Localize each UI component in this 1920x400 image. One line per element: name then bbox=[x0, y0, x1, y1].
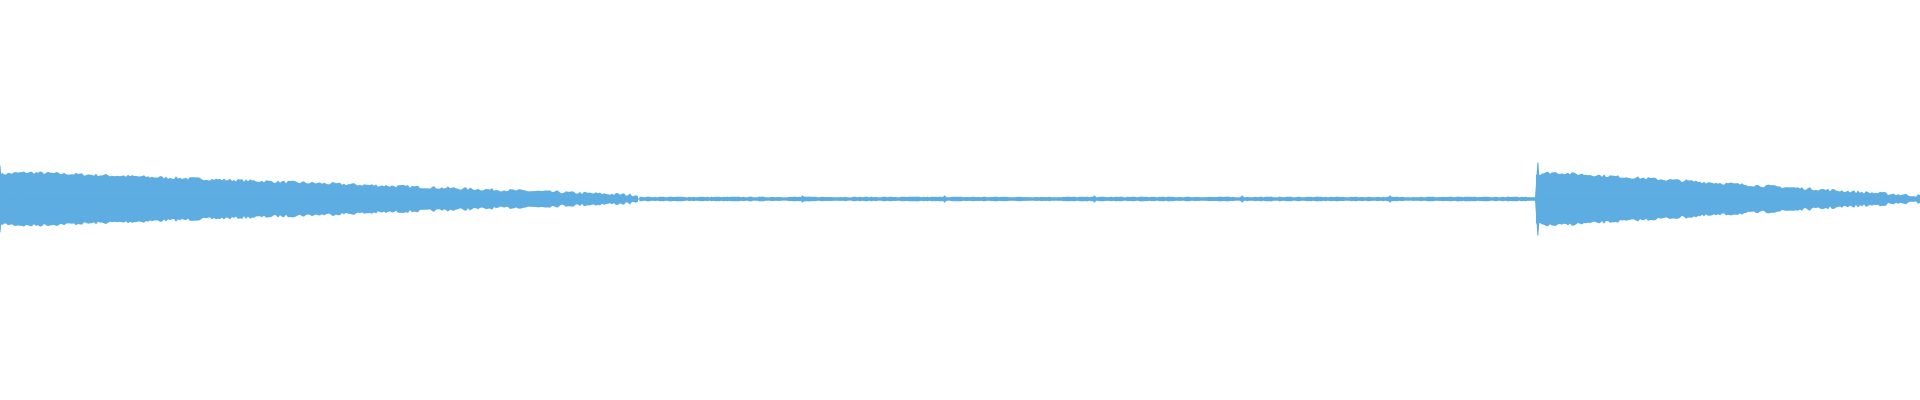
waveform-transient bbox=[1238, 195, 1246, 203]
waveform-transient bbox=[1534, 162, 1541, 236]
waveform-transient bbox=[17, 190, 25, 208]
waveform-layer bbox=[0, 162, 1920, 236]
waveform-transient bbox=[1090, 195, 1099, 203]
waveform-transient bbox=[0, 165, 4, 233]
waveform-transient bbox=[940, 195, 949, 203]
waveform-transient bbox=[503, 191, 511, 207]
waveform-transient bbox=[798, 195, 807, 203]
waveform-transient bbox=[1386, 195, 1394, 203]
